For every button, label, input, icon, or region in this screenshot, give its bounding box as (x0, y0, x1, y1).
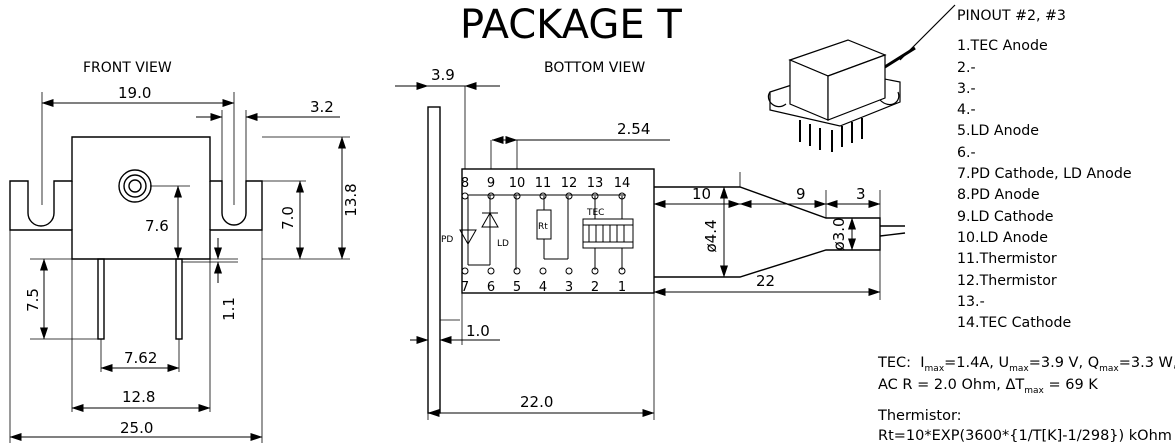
pinout-item: 8.PD Anode (957, 185, 1132, 206)
dim-7-6: 7.6 (145, 217, 169, 235)
tec-prefix: TEC: (878, 355, 911, 371)
pinout-item: 7.PD Cathode, LD Anode (957, 164, 1132, 185)
package-3d-illustration (768, 5, 955, 152)
front-body-outline (10, 137, 262, 259)
dim-25-0: 25.0 (120, 419, 153, 437)
dim-dia-3-0: ø3.0 (830, 217, 848, 250)
pin-number: 8 (461, 176, 469, 191)
dim-dia-4-4: ø4.4 (702, 219, 720, 252)
pin-number: 3 (565, 280, 573, 295)
q-value: =3.3 W, (1119, 355, 1175, 371)
pin-number: 4 (539, 280, 547, 295)
specs-notes: TEC: Imax=1.4A, Umax=3.9 V, Qmax=3.3 W, … (878, 355, 1175, 445)
rt-label: Rt (538, 222, 548, 232)
dim-22: 22 (756, 272, 775, 290)
dim-7-0: 7.0 (279, 206, 297, 230)
dim-3-2: 3.2 (310, 98, 334, 116)
bottom-view (428, 107, 905, 413)
front-pin-left (98, 259, 104, 339)
i-subscript: max (925, 364, 945, 374)
pinout-item: 1.TEC Anode (957, 36, 1132, 57)
front-pin-right (176, 259, 182, 339)
dim-1-0: 1.0 (466, 322, 490, 340)
u-subscript: max (1009, 364, 1029, 374)
front-view-label: FRONT VIEW (83, 60, 172, 76)
pin-number: 2 (591, 280, 599, 295)
pinout-item: 5.LD Anode (957, 121, 1132, 142)
pinout-item: 2.- (957, 58, 1132, 79)
pd-label: PD (441, 235, 453, 245)
dim-3: 3 (856, 185, 866, 203)
i-value: =1.4A, (944, 355, 994, 371)
pin-number: 7 (461, 280, 469, 295)
dim-1-1: 1.1 (220, 297, 238, 321)
dim-7-5: 7.5 (24, 288, 42, 312)
thermistor-title: Thermistor: (878, 408, 1175, 426)
dim-2-54: 2.54 (617, 120, 650, 138)
pinout-item: 10.LD Anode (957, 228, 1132, 249)
ac-resistance: AC R = 2.0 Ohm, (878, 377, 1001, 393)
pinout-item: 14.TEC Cathode (957, 313, 1132, 334)
dim-22-0: 22.0 (520, 393, 553, 411)
dim-13-8: 13.8 (342, 183, 360, 216)
pin-number: 6 (487, 280, 495, 295)
dim-10: 10 (692, 185, 711, 203)
dim-7-62: 7.62 (124, 349, 157, 367)
tec-spec-line: TEC: Imax=1.4A, Umax=3.9 V, Qmax=3.3 W, (878, 355, 1175, 379)
pinout-item: 13.- (957, 292, 1132, 313)
pin-number: 5 (513, 280, 521, 295)
pin-number: 9 (487, 176, 495, 191)
dim-12-8: 12.8 (122, 388, 155, 406)
q-subscript: max (1099, 364, 1119, 374)
u-symbol: U (999, 355, 1010, 371)
pin-number: 14 (614, 176, 631, 191)
pin-number: 13 (587, 176, 604, 191)
dim-9: 9 (796, 185, 806, 203)
drawing-title: PACKAGE T (460, 2, 682, 48)
pinout-item: 3.- (957, 79, 1132, 100)
pinout-header: PINOUT #2, #3 (957, 6, 1132, 27)
pinout-list: PINOUT #2, #3 1.TEC Anode 2.- 3.- 4.- 5.… (957, 6, 1132, 334)
pin-number: 1 (618, 280, 626, 295)
pinout-item: 11.Thermistor (957, 249, 1132, 270)
thermistor-formula: Rt=10*EXP(3600*{1/T[K]-1/298}) kOhm (878, 428, 1175, 445)
dt-subscript: max (1024, 386, 1044, 396)
flange-plate (428, 107, 440, 413)
pinout-item: 4.- (957, 100, 1132, 121)
tec-spec-line-2: AC R = 2.0 Ohm, ΔTmax = 69 K (878, 377, 1175, 401)
bottom-circuit (460, 195, 633, 270)
dim-19-0: 19.0 (118, 84, 151, 102)
ld-label: LD (497, 239, 509, 249)
pinout-item: 9.LD Cathode (957, 207, 1132, 228)
u-value: =3.9 V, (1029, 355, 1083, 371)
pinout-item: 6.- (957, 143, 1132, 164)
pin-number: 11 (535, 176, 552, 191)
q-symbol: Q (1088, 355, 1099, 371)
dim-3-9: 3.9 (431, 66, 455, 84)
dt-symbol: ΔT (1005, 377, 1024, 393)
dt-value: = 69 K (1048, 377, 1097, 393)
tec-symbol (583, 219, 633, 248)
pin-number: 10 (509, 176, 526, 191)
pin-number: 12 (561, 176, 578, 191)
bottom-view-label: BOTTOM VIEW (544, 60, 645, 76)
pinout-item: 12.Thermistor (957, 271, 1132, 292)
tec-label: TEC (586, 208, 604, 218)
